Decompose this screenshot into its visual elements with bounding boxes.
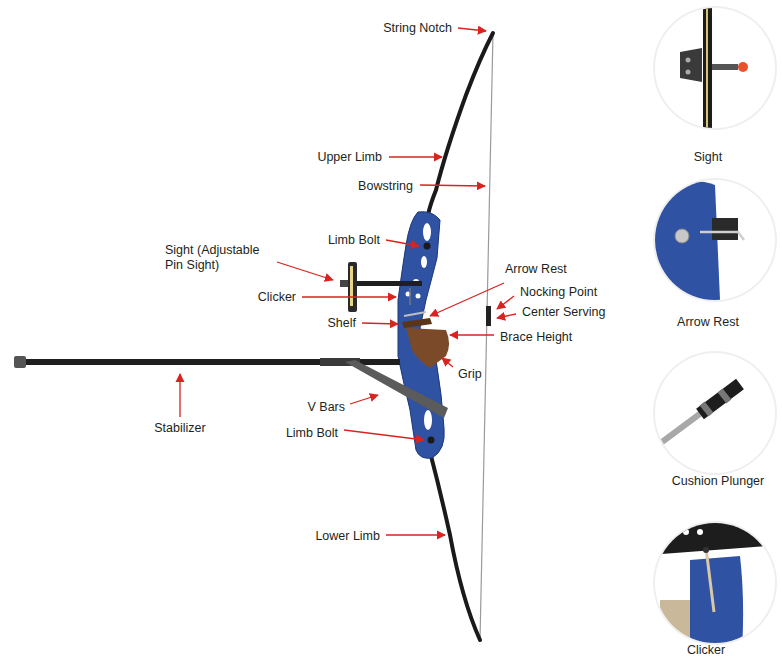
leader-arrow: [350, 395, 378, 404]
leader-arrow: [497, 296, 514, 309]
arrow-rest-inset: [650, 181, 744, 300]
rest-body: [712, 218, 738, 240]
leader-arrow: [450, 334, 494, 335]
part-label: String Notch: [383, 21, 452, 36]
sight-pin: [738, 62, 748, 72]
sight-block: [348, 262, 357, 312]
part-label: Brace Height: [500, 330, 572, 345]
clicker-bar: [650, 520, 780, 555]
stabilizer-rod: [22, 359, 400, 365]
grip-shape: [406, 328, 449, 368]
bowstring-line: [480, 33, 493, 640]
leader-arrow: [344, 430, 424, 440]
upper-limb: [428, 33, 493, 215]
clicker-screw: [703, 547, 709, 553]
bar-hole: [669, 529, 675, 535]
part-label: Limb Bolt: [286, 426, 338, 441]
inset-circle: [655, 353, 775, 473]
part-label: Bowstring: [358, 179, 413, 194]
sight-pin-housing: [340, 280, 348, 287]
limb-bolt: [424, 243, 431, 250]
limb-bolt: [428, 437, 435, 444]
leader-arrow: [497, 314, 516, 318]
part-label: Cushion Plunger: [672, 474, 764, 489]
sight-bar: [356, 281, 422, 286]
leader-arrow: [277, 262, 333, 280]
sight-scale: [350, 266, 353, 306]
leader-arrow: [442, 358, 453, 367]
part-label: Arrow Rest: [677, 315, 739, 330]
inset-shadow: [653, 6, 777, 130]
sight-scale: [706, 5, 708, 135]
v-bar: [345, 360, 448, 418]
clicker-inset: [650, 520, 780, 650]
sight-bar: [703, 5, 712, 135]
plunger-ring: [722, 394, 727, 398]
clicker-blade: [409, 288, 411, 305]
sight-rod: [712, 64, 738, 70]
part-label: Grip: [458, 367, 482, 382]
sight-bracket: [680, 48, 702, 82]
plunger-inset: [662, 384, 740, 442]
leader-arrow: [386, 240, 419, 246]
leader-arrow: [386, 534, 445, 535]
part-label: Sight: [694, 150, 723, 165]
riser-detail: [650, 181, 720, 300]
part-label: Clicker: [687, 643, 725, 658]
sight-screw: [686, 70, 691, 75]
leader-arrow: [362, 323, 398, 324]
grip-detail: [660, 600, 690, 650]
part-label: Sight (Adjustable Pin Sight): [165, 243, 277, 273]
inset-circle: [655, 8, 775, 128]
lower-limb: [430, 452, 480, 640]
leader-arrow: [458, 28, 486, 31]
riser-cutout: [424, 410, 432, 430]
leader-arrow: [389, 156, 442, 157]
riser-cutout: [421, 256, 427, 268]
part-label: Arrow Rest: [505, 262, 567, 277]
rest-wire: [700, 232, 744, 240]
arrow-rest-wire: [404, 312, 426, 316]
center-serving: [486, 306, 491, 326]
shelf-shape: [402, 318, 432, 328]
riser-cutout: [416, 294, 421, 299]
bar-hole: [697, 529, 703, 535]
sight-inset: [680, 5, 748, 135]
part-label: Center Serving: [522, 305, 605, 320]
part-label: Shelf: [328, 316, 357, 331]
part-label: V Bars: [307, 400, 345, 415]
leader-lines: [180, 28, 516, 535]
part-label: Limb Bolt: [328, 233, 380, 248]
inset-shadow: [653, 351, 777, 475]
riser-detail: [690, 556, 743, 650]
stabilizer-cap: [14, 356, 26, 368]
leader-arrow: [430, 283, 504, 316]
leader-arrow: [420, 185, 485, 186]
part-label: Clicker: [258, 290, 296, 305]
part-label: Nocking Point: [520, 285, 597, 300]
plunger-knob: [700, 384, 740, 414]
plunger-head: [675, 229, 689, 243]
part-label: Lower Limb: [315, 529, 380, 544]
riser-cutout: [423, 223, 431, 241]
sight-screw: [686, 58, 691, 63]
leader-arrow: [302, 296, 396, 297]
plunger-ring: [704, 407, 709, 411]
part-label: Stabilizer: [154, 421, 205, 436]
leader-arrow: [179, 374, 180, 417]
bar-hole: [683, 529, 689, 535]
clicker-blade: [706, 548, 714, 612]
part-label: Upper Limb: [317, 150, 382, 165]
